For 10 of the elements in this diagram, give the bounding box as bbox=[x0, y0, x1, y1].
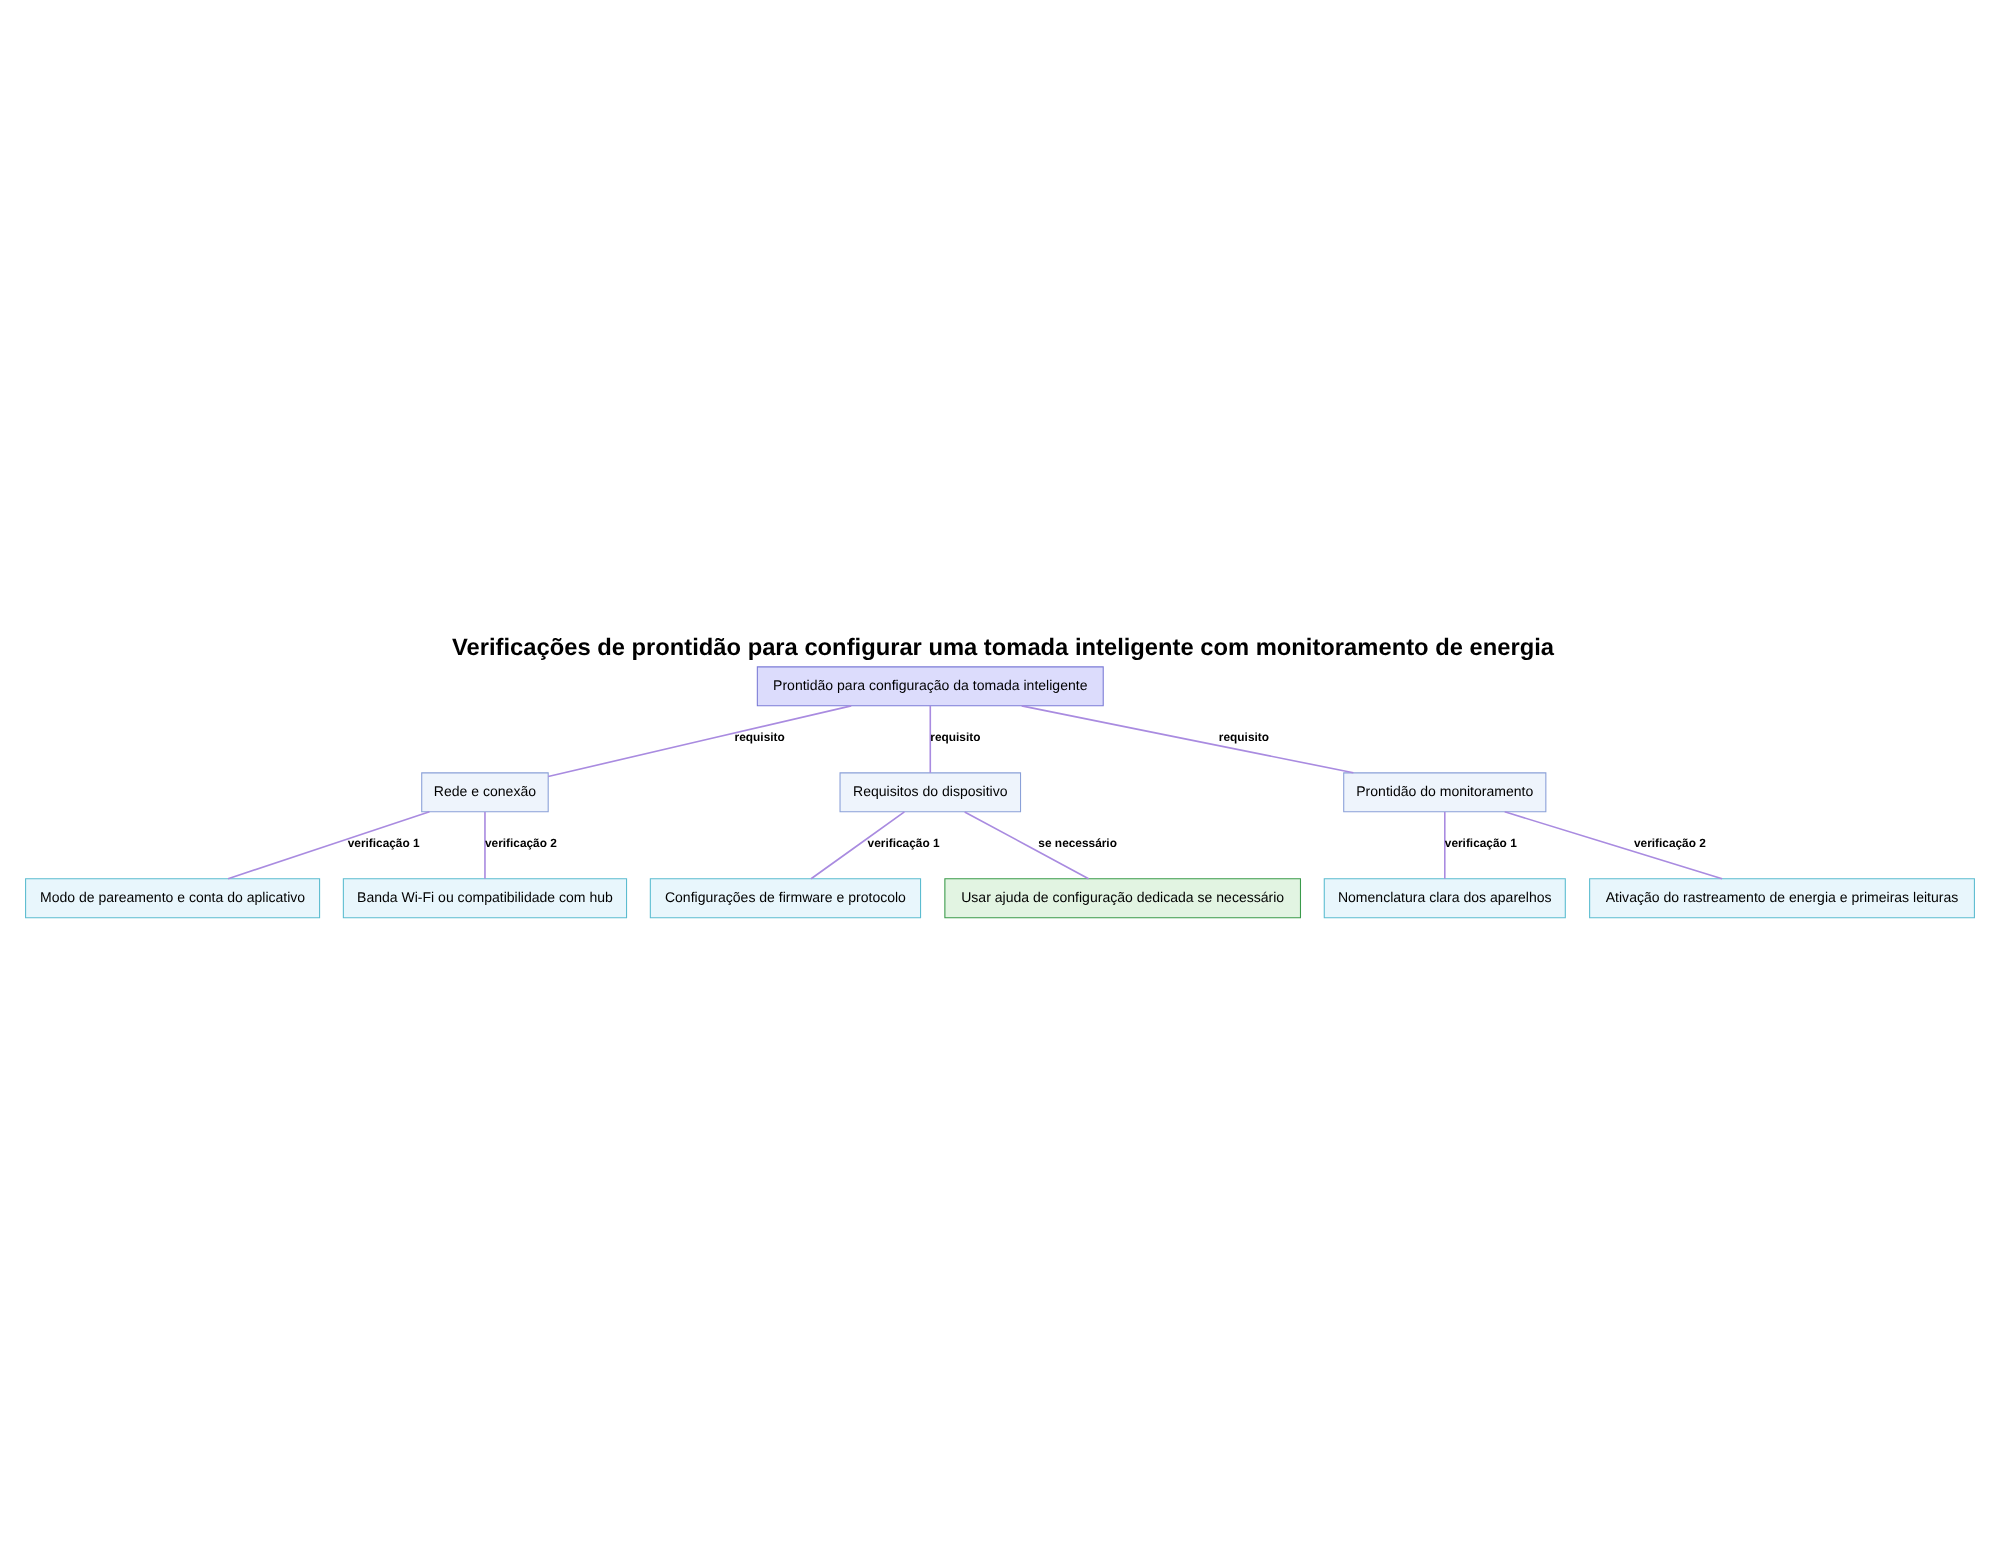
connector bbox=[227, 811, 431, 880]
diagram-title: Verificações de prontidão para configurar uma tomada inteligente com monitoramento de energia bbox=[451, 632, 1554, 661]
connector bbox=[929, 705, 932, 774]
connector bbox=[1443, 811, 1446, 880]
connector bbox=[484, 811, 486, 880]
connector bbox=[963, 811, 1090, 880]
connector bbox=[1020, 705, 1355, 774]
connector bbox=[1503, 811, 1723, 880]
connector bbox=[547, 705, 852, 778]
connector bbox=[810, 811, 906, 880]
